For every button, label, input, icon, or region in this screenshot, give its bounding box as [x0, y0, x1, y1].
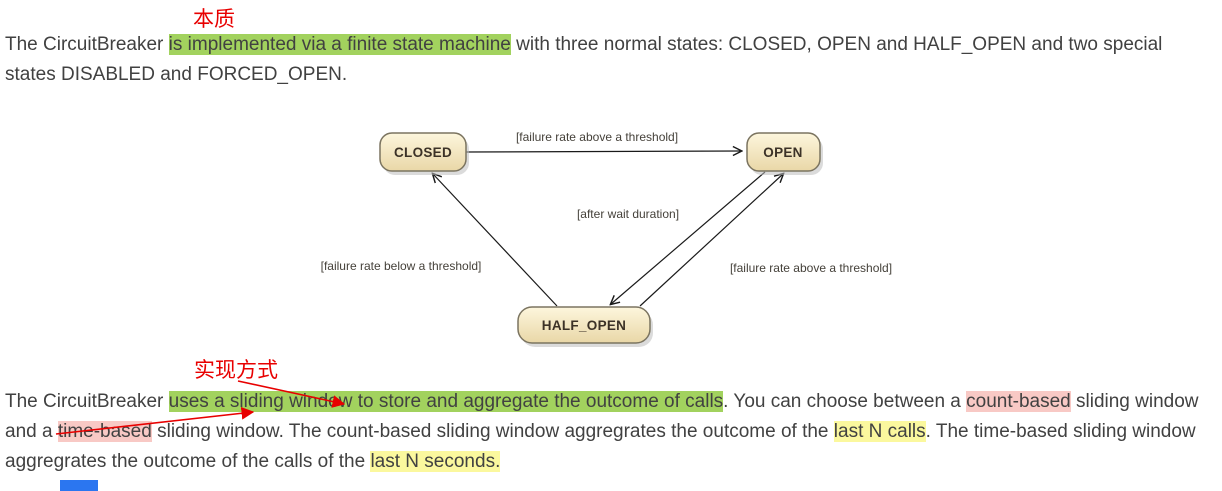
para2-text-4: sliding window. The count-based sliding …	[151, 421, 834, 442]
transition-closed-to-open	[465, 151, 741, 152]
para2-text-3: sliding window and a	[5, 391, 1199, 442]
state-node-halfopen	[517, 306, 651, 344]
annotation-essence: 本质	[193, 7, 235, 31]
para1-text-start: The CircuitBreaker	[5, 34, 169, 55]
para2-text-1: The CircuitBreaker	[5, 391, 169, 412]
para2-yellow-highlight-last-n-seconds: last N seconds.	[370, 451, 501, 472]
para2-pink-highlight-count-based: count-based	[966, 391, 1071, 412]
state-node-open	[746, 132, 821, 172]
annotation-implementation: 实现方式	[194, 358, 278, 382]
para2-text-2: . You can choose between a	[723, 391, 967, 412]
state-node-closed	[379, 132, 467, 172]
paragraph-sliding-window: The CircuitBreaker uses a sliding window…	[5, 387, 1218, 477]
state-machine-svg: [failure rate above a threshold] [after …	[321, 130, 892, 347]
para1-green-highlight: is implemented via a finite state machin…	[168, 34, 511, 55]
partial-blue-element	[60, 480, 98, 491]
para1-text-end: with three normal states: CLOSED, OPEN a…	[5, 34, 1163, 85]
transition-label-halfopen-open: [failure rate above a threshold]	[730, 261, 892, 275]
transition-label-closed-open: [failure rate above a threshold]	[516, 130, 678, 144]
transition-label-open-halfopen: [after wait duration]	[577, 207, 679, 221]
state-machine-diagram: [failure rate above a threshold] [after …	[285, 115, 935, 360]
transition-open-to-halfopen	[611, 171, 766, 304]
transition-halfopen-to-closed	[433, 174, 558, 307]
paragraph-state-machine: The CircuitBreaker is implemented via a …	[5, 30, 1218, 90]
state-label-halfopen: HALF_OPEN	[542, 318, 626, 333]
para2-green-highlight: uses a sliding window to store and aggre…	[168, 391, 724, 412]
para2-yellow-highlight-last-n-calls: last N calls	[833, 421, 926, 442]
state-label-closed: CLOSED	[394, 145, 452, 160]
para2-text-5: . The time-based sliding window aggregra…	[5, 421, 1196, 472]
transition-label-halfopen-closed: [failure rate below a threshold]	[321, 259, 482, 273]
transition-halfopen-to-open	[639, 174, 783, 307]
state-label-open: OPEN	[763, 145, 802, 160]
para2-pink-highlight-time-based: time-based	[57, 421, 152, 442]
